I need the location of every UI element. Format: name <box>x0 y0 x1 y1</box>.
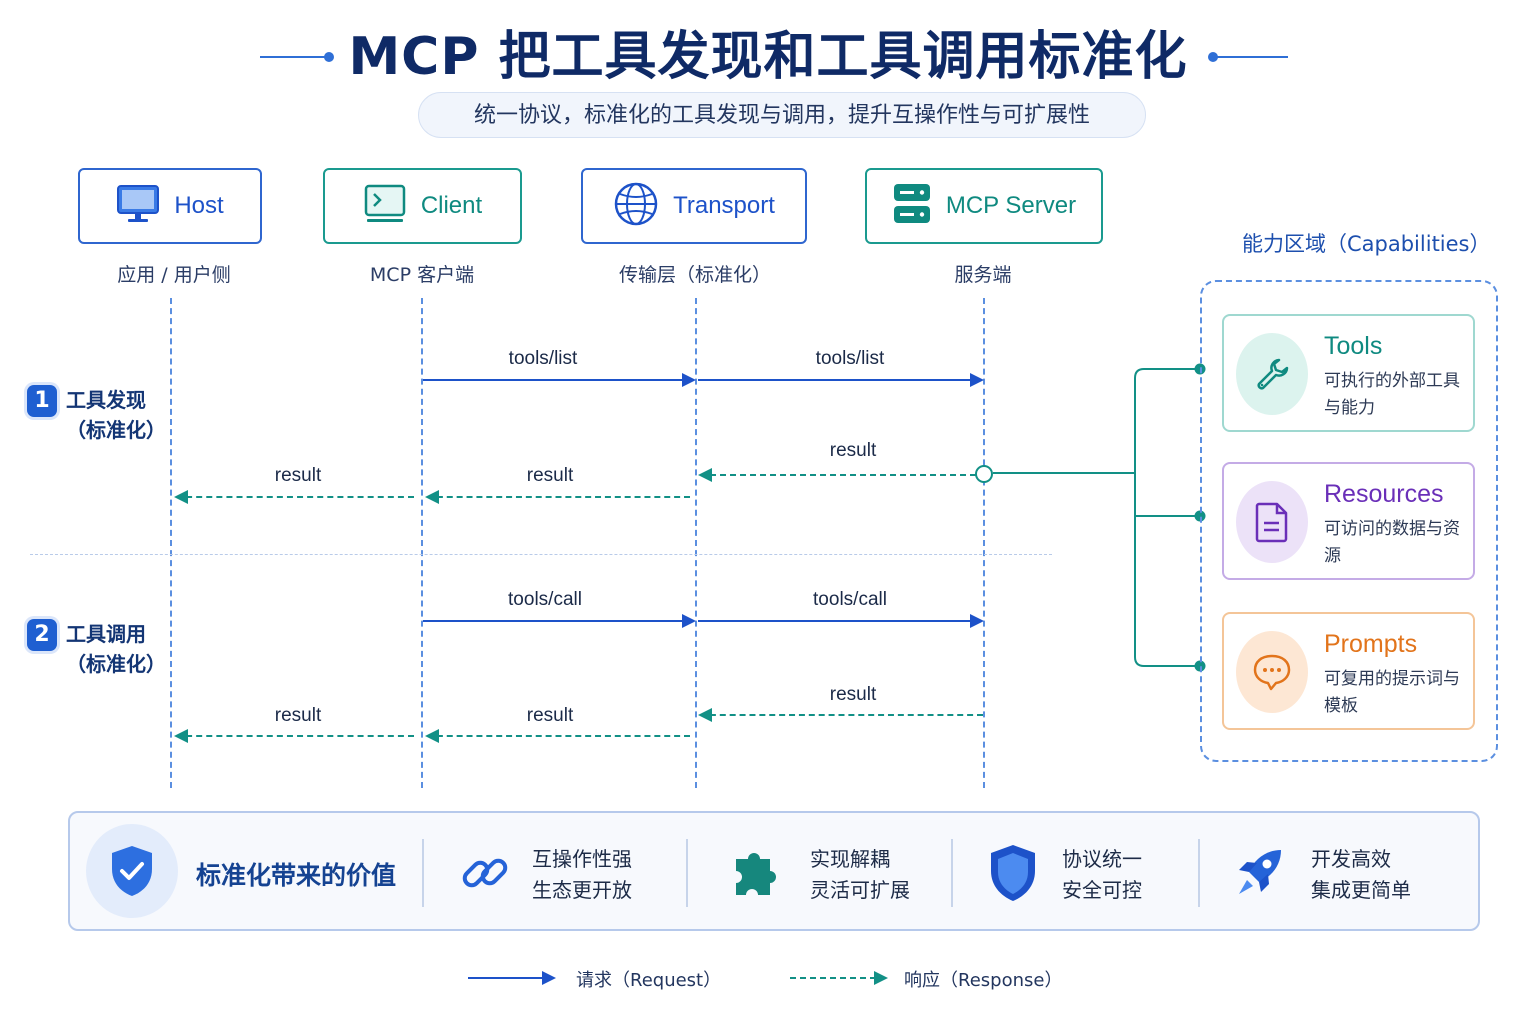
value-title: 标准化带来的价值 <box>196 861 397 890</box>
request-arrow <box>423 614 696 628</box>
message-label: result <box>829 684 877 705</box>
value-item-security: 协议统一 安全可控 <box>1062 844 1142 906</box>
response-arrow <box>425 729 690 743</box>
value-item-decoupling: 实现解耦 灵活可扩展 <box>810 844 910 906</box>
shield-check-icon <box>86 824 178 918</box>
participant-sub-host: 应用 / 用户侧 <box>117 264 231 286</box>
value-line: 灵活可扩展 <box>810 878 910 902</box>
message-label: tools/list <box>815 348 885 369</box>
legend-response-arrow <box>790 971 888 985</box>
response-arrow <box>425 490 690 504</box>
capabilities-title: 能力区域（Capabilities） <box>1242 232 1491 256</box>
participant-label: MCP Server <box>945 192 1077 219</box>
step-title: 工具调用 <box>66 622 146 646</box>
message-label: tools/call <box>508 589 582 610</box>
capability-name: Tools <box>1324 332 1383 360</box>
subtitle: 统一协议，标准化的工具发现与调用，提升互操作性与可扩展性 <box>418 92 1146 138</box>
message-label: result <box>829 440 877 461</box>
capability-desc: 可执行的外部工具与能力 <box>1324 371 1460 418</box>
message-label: result <box>526 465 574 486</box>
message-label: result <box>526 705 574 726</box>
value-divider <box>951 839 953 907</box>
participant-sub-transport: 传输层（标准化） <box>618 264 771 286</box>
value-divider <box>686 839 688 907</box>
participant-label: Host <box>174 192 224 219</box>
capabilities-region <box>1200 280 1498 762</box>
capability-desc: 可访问的数据与资源 <box>1324 519 1460 566</box>
participant-label: Client <box>420 192 483 219</box>
participant-host: Host <box>78 168 262 244</box>
server-connector-node <box>975 465 993 483</box>
response-arrow <box>698 468 976 482</box>
page-title: MCP 把工具发现和工具调用标准化 <box>348 27 1188 87</box>
globe-icon <box>613 181 659 231</box>
value-item-interop: 互操作性强 生态更开放 <box>532 844 632 906</box>
value-line: 开发高效 <box>1311 847 1391 871</box>
value-line: 生态更开放 <box>532 878 632 902</box>
step-subtitle: （标准化） <box>66 418 166 442</box>
message-label: tools/list <box>508 348 578 369</box>
title-decoration-left <box>260 52 334 62</box>
value-line: 安全可控 <box>1062 878 1142 902</box>
message-label: result <box>274 705 322 726</box>
server-icon <box>892 182 932 230</box>
capability-card-resources: Resources 可访问的数据与资源 <box>1222 462 1475 580</box>
value-line: 互操作性强 <box>532 847 632 871</box>
lifeline-host <box>170 298 172 788</box>
message-label: result <box>274 465 322 486</box>
capability-name: Resources <box>1324 480 1444 508</box>
capability-card-tools: Tools 可执行的外部工具与能力 <box>1222 314 1475 432</box>
response-arrow <box>174 490 414 504</box>
link-icon <box>455 842 515 904</box>
step-subtitle: （标准化） <box>66 652 166 676</box>
lifeline-server <box>983 298 985 788</box>
section-divider <box>30 554 1052 555</box>
capability-desc: 可复用的提示词与模板 <box>1324 669 1460 716</box>
document-icon <box>1236 481 1308 563</box>
response-arrow <box>698 708 983 722</box>
value-line: 协议统一 <box>1062 847 1142 871</box>
value-line: 集成更简单 <box>1311 878 1411 902</box>
step-label-discovery: 工具发现 （标准化） <box>66 385 166 445</box>
shield-icon <box>983 842 1043 904</box>
value-item-efficiency: 开发高效 集成更简单 <box>1311 844 1411 906</box>
participant-sub-client: MCP 客户端 <box>369 264 475 286</box>
chat-bubble-icon <box>1236 631 1308 713</box>
request-arrow <box>698 373 984 387</box>
legend-response-label: 响应（Response） <box>904 970 1063 991</box>
value-divider <box>422 839 424 907</box>
request-arrow <box>698 614 984 628</box>
title-decoration-right <box>1208 52 1288 62</box>
rocket-icon <box>1230 842 1290 904</box>
monitor-icon <box>116 183 160 229</box>
step-badge-invocation: 2 <box>27 619 57 651</box>
puzzle-icon <box>727 842 787 904</box>
wrench-icon <box>1236 333 1308 415</box>
lifeline-transport <box>695 298 697 788</box>
response-arrow <box>174 729 414 743</box>
capability-connectors <box>993 363 1206 672</box>
participant-sub-server: 服务端 <box>954 264 1012 286</box>
message-label: tools/call <box>813 589 887 610</box>
participant-label: Transport <box>673 192 775 219</box>
terminal-icon <box>363 183 407 229</box>
step-label-invocation: 工具调用 （标准化） <box>66 619 166 679</box>
value-line: 实现解耦 <box>810 847 890 871</box>
participant-client: Client <box>323 168 522 244</box>
step-title: 工具发现 <box>66 388 146 412</box>
capability-name: Prompts <box>1324 630 1418 658</box>
request-arrow <box>423 373 696 387</box>
value-divider <box>1198 839 1200 907</box>
participant-transport: Transport <box>581 168 807 244</box>
participant-mcp-server: MCP Server <box>865 168 1103 244</box>
step-badge-discovery: 1 <box>27 385 57 417</box>
legend-request-arrow <box>468 971 556 985</box>
legend-request-label: 请求（Request） <box>576 970 722 991</box>
lifeline-client <box>421 298 423 788</box>
capability-card-prompts: Prompts 可复用的提示词与模板 <box>1222 612 1475 730</box>
